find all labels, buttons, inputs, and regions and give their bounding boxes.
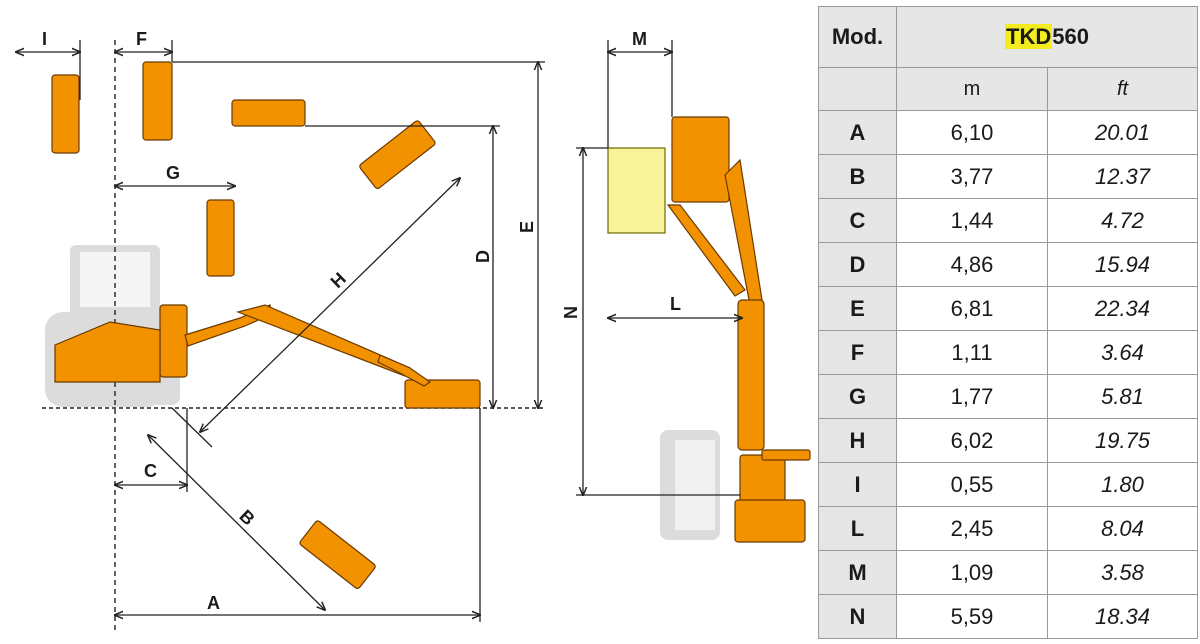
mower-pos-i xyxy=(51,74,80,154)
cell-dim: E xyxy=(818,286,897,331)
cell-ft: 5.81 xyxy=(1047,374,1198,419)
mower-pos-f xyxy=(142,61,173,141)
cell-m: 1,44 xyxy=(896,198,1048,243)
cell-ft: 12.37 xyxy=(1047,154,1198,199)
dim-h-line xyxy=(200,178,460,432)
cell-dim: B xyxy=(818,154,897,199)
cell-dim: N xyxy=(818,594,897,639)
label-n: N xyxy=(561,306,581,319)
mower-pos-g xyxy=(206,199,235,277)
cell-dim: C xyxy=(818,198,897,243)
cell-m: 6,81 xyxy=(896,286,1048,331)
label-d: D xyxy=(473,250,493,263)
cell-ft: 15.94 xyxy=(1047,242,1198,287)
reach-diagram: I F G H D E C B A M N L xyxy=(0,29,811,630)
cell-dim: I xyxy=(818,462,897,507)
cell-ft: 3.64 xyxy=(1047,330,1198,375)
mower-arm-rear xyxy=(666,116,811,543)
mower-pos-d xyxy=(359,120,436,189)
unit-m: m xyxy=(896,67,1048,111)
cell-dim: L xyxy=(818,506,897,551)
cell-dim: M xyxy=(818,550,897,595)
cell-m: 5,59 xyxy=(896,594,1048,639)
units-row: m ft xyxy=(818,67,1198,111)
label-g: G xyxy=(166,163,180,183)
units-blank xyxy=(818,67,897,111)
cell-ft: 20.01 xyxy=(1047,110,1198,155)
model-highlight: TKD xyxy=(1005,24,1053,49)
table-header-row: Mod. TKD560 xyxy=(818,6,1198,68)
cell-m: 2,45 xyxy=(896,506,1048,551)
cell-dim: H xyxy=(818,418,897,463)
cell-m: 1,11 xyxy=(896,330,1048,375)
mower-pos-b xyxy=(299,520,376,589)
label-e: E xyxy=(517,221,537,233)
label-i: I xyxy=(42,29,47,49)
label-c: C xyxy=(144,461,157,481)
dim-b-line xyxy=(148,435,325,610)
cell-dim: A xyxy=(818,110,897,155)
cell-ft: 4.72 xyxy=(1047,198,1198,243)
label-f: F xyxy=(136,29,147,49)
cell-ft: 19.75 xyxy=(1047,418,1198,463)
hedge-head-raised xyxy=(607,147,666,234)
cell-dim: F xyxy=(818,330,897,375)
model-name: TKD560 xyxy=(896,6,1198,68)
dim-h-ext xyxy=(171,407,213,448)
cell-dim: D xyxy=(818,242,897,287)
model-rest: 560 xyxy=(1052,24,1089,49)
cell-m: 6,02 xyxy=(896,418,1048,463)
mower-pos-top xyxy=(231,99,306,127)
mower-pos-work xyxy=(159,304,188,378)
cell-m: 4,86 xyxy=(896,242,1048,287)
cell-ft: 18.34 xyxy=(1047,594,1198,639)
mod-label: Mod. xyxy=(818,6,897,68)
cell-m: 0,55 xyxy=(896,462,1048,507)
cell-dim: G xyxy=(818,374,897,419)
label-m: M xyxy=(632,29,647,49)
label-a: A xyxy=(207,593,220,613)
cell-m: 1,09 xyxy=(896,550,1048,595)
unit-ft: ft xyxy=(1047,67,1198,111)
cell-ft: 22.34 xyxy=(1047,286,1198,331)
tractor-rear xyxy=(660,430,720,540)
cell-m: 1,77 xyxy=(896,374,1048,419)
cell-ft: 1.80 xyxy=(1047,462,1198,507)
cell-m: 6,10 xyxy=(896,110,1048,155)
cell-m: 3,77 xyxy=(896,154,1048,199)
cell-ft: 3.58 xyxy=(1047,550,1198,595)
label-b: B xyxy=(235,506,258,529)
label-l: L xyxy=(670,294,681,314)
mower-pos-ground xyxy=(404,379,481,409)
cell-ft: 8.04 xyxy=(1047,506,1198,551)
